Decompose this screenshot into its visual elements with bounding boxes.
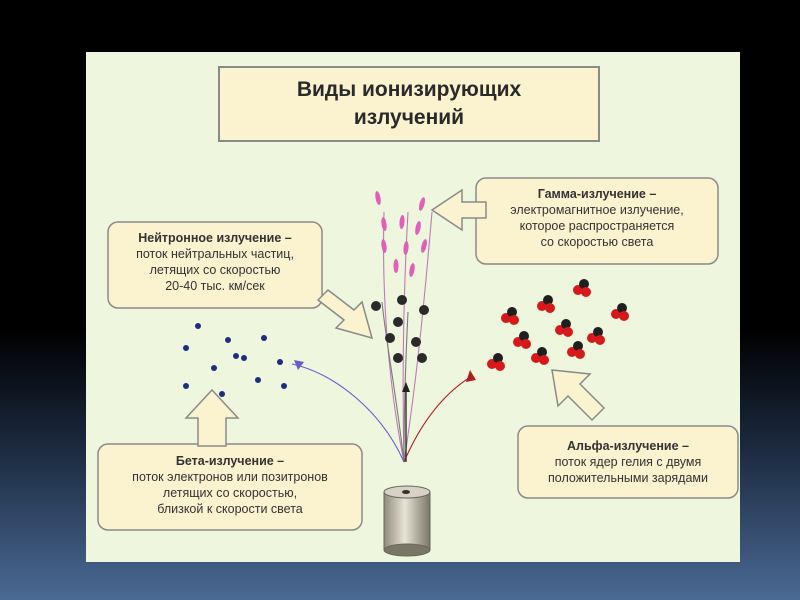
radioactive-source-cylinder-icon bbox=[383, 485, 431, 557]
neutron-particle bbox=[397, 295, 407, 305]
beta-line: летящих со скоростью, bbox=[162, 486, 298, 500]
alpha-arrow-icon bbox=[551, 369, 606, 422]
alpha-line: поток ядер гелия с двумя bbox=[554, 455, 702, 469]
alpha-line: положительными зарядами bbox=[548, 471, 708, 485]
gamma-arrow-icon bbox=[430, 188, 487, 232]
gamma-particle bbox=[409, 263, 415, 277]
gamma-callout-box bbox=[475, 177, 719, 265]
gamma-particle bbox=[381, 239, 387, 253]
electron-particles bbox=[183, 323, 287, 397]
gamma-line: которое распространяется bbox=[519, 219, 675, 233]
beta-line: поток электронов или позитронов bbox=[132, 470, 328, 484]
alpha-particle bbox=[573, 279, 591, 297]
alpha-particle bbox=[537, 295, 555, 313]
gamma-heading: Гамма-излучение – bbox=[537, 187, 657, 201]
electron-particle bbox=[211, 365, 217, 371]
alpha-particle bbox=[501, 307, 519, 325]
alpha-particle bbox=[531, 347, 549, 365]
alpha-callout-box bbox=[517, 425, 739, 499]
neutron-line: поток нейтральных частиц, bbox=[136, 247, 294, 261]
beta-heading: Бета-излучение – bbox=[175, 454, 285, 468]
gamma-particle bbox=[381, 217, 387, 231]
electron-particle bbox=[261, 335, 267, 341]
electron-particle bbox=[277, 359, 283, 365]
neutron-particle bbox=[419, 305, 429, 315]
neutron-particle bbox=[393, 353, 403, 363]
alpha-particles bbox=[487, 279, 629, 371]
gamma-particle bbox=[418, 197, 426, 211]
neutron-line: летящих со скоростью bbox=[149, 263, 281, 277]
gamma-line: со скоростью света bbox=[540, 235, 654, 249]
gamma-callout: Гамма-излучение – электромагнитное излуч… bbox=[476, 186, 718, 250]
alpha-particle bbox=[555, 319, 573, 337]
gamma-particle bbox=[415, 221, 421, 235]
electron-particle bbox=[219, 391, 225, 397]
neutron-callout-box bbox=[107, 221, 323, 309]
electron-particle bbox=[183, 383, 189, 389]
radiation-rays bbox=[291, 211, 476, 463]
beta-line: близкой к скорости света bbox=[157, 502, 303, 516]
title-line-2: излучений bbox=[353, 106, 465, 129]
gamma-particle bbox=[393, 259, 399, 273]
alpha-particle bbox=[513, 331, 531, 349]
neutron-heading: Нейтронное излучение – bbox=[138, 231, 292, 245]
gamma-particle bbox=[421, 239, 427, 253]
gamma-particle bbox=[375, 191, 381, 205]
electron-particle bbox=[255, 377, 261, 383]
beta-callout-box bbox=[97, 443, 363, 531]
electron-particle bbox=[195, 323, 201, 329]
neutron-particle bbox=[417, 353, 427, 363]
neutron-particles bbox=[371, 295, 429, 363]
beta-arrow-icon bbox=[184, 388, 240, 447]
neutron-arrow-icon bbox=[316, 289, 374, 340]
gamma-particles bbox=[375, 191, 427, 277]
title-box: Виды ионизирующих излучений bbox=[218, 66, 600, 142]
gamma-line: электромагнитное излучение, bbox=[510, 203, 684, 217]
neutron-particle bbox=[385, 333, 395, 343]
title-line-1: Виды ионизирующих bbox=[296, 78, 522, 101]
diagram-graphics bbox=[97, 177, 739, 557]
alpha-particle bbox=[587, 327, 605, 345]
alpha-particle bbox=[487, 353, 505, 371]
alpha-heading: Альфа-излучение – bbox=[567, 439, 689, 453]
neutron-particle bbox=[371, 301, 381, 311]
alpha-particle bbox=[611, 303, 629, 321]
slide-canvas: Виды ионизирующих излучений Гамма-излуче… bbox=[86, 52, 740, 562]
electron-particle bbox=[241, 355, 247, 361]
beta-callout: Бета-излучение – поток электронов или по… bbox=[98, 453, 362, 517]
gamma-particle bbox=[403, 241, 409, 255]
neutron-callout: Нейтронное излучение – поток нейтральных… bbox=[108, 230, 322, 294]
electron-particle bbox=[225, 337, 231, 343]
electron-particle bbox=[281, 383, 287, 389]
neutron-particle bbox=[393, 317, 403, 327]
alpha-callout: Альфа-излучение – поток ядер гелия с дву… bbox=[518, 438, 738, 486]
gamma-particle bbox=[399, 215, 405, 229]
alpha-particle bbox=[567, 341, 585, 359]
electron-particle bbox=[233, 353, 239, 359]
neutron-particle bbox=[411, 337, 421, 347]
electron-particle bbox=[183, 345, 189, 351]
neutron-line: 20-40 тыс. км/сек bbox=[165, 279, 265, 293]
